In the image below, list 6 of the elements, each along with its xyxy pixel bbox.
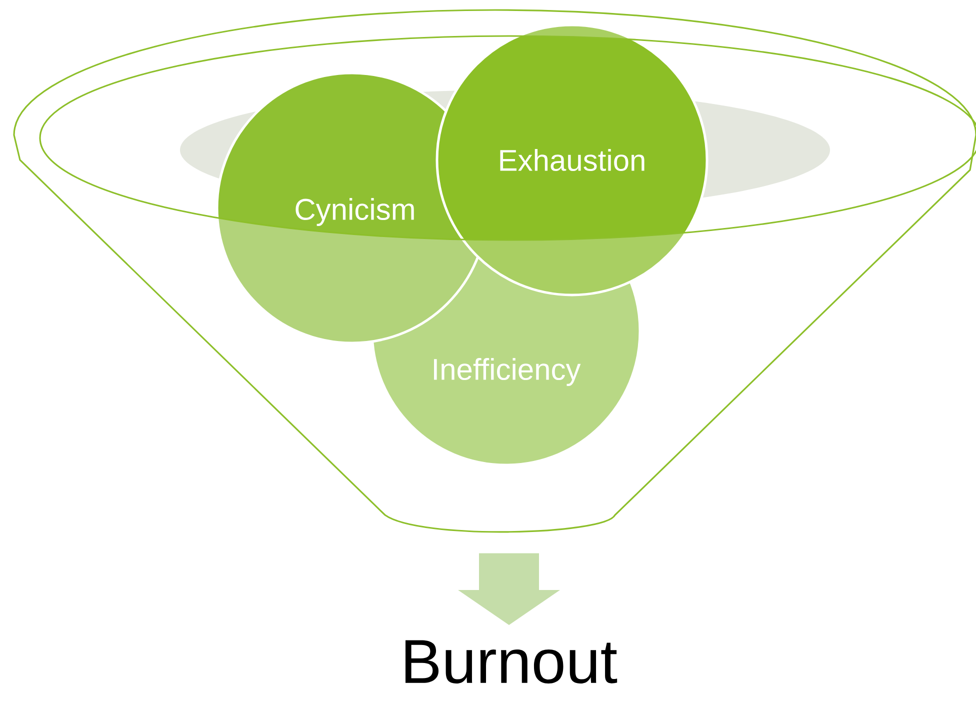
block-arrow: [458, 553, 560, 625]
circle-label: Cynicism: [296, 198, 414, 226]
circle-label: Inefficiency: [434, 358, 581, 386]
outcome-label: Burnout: [406, 640, 618, 684]
funnel-drawing: [13, 9, 976, 533]
circle-label: Exhaustion: [500, 148, 644, 172]
